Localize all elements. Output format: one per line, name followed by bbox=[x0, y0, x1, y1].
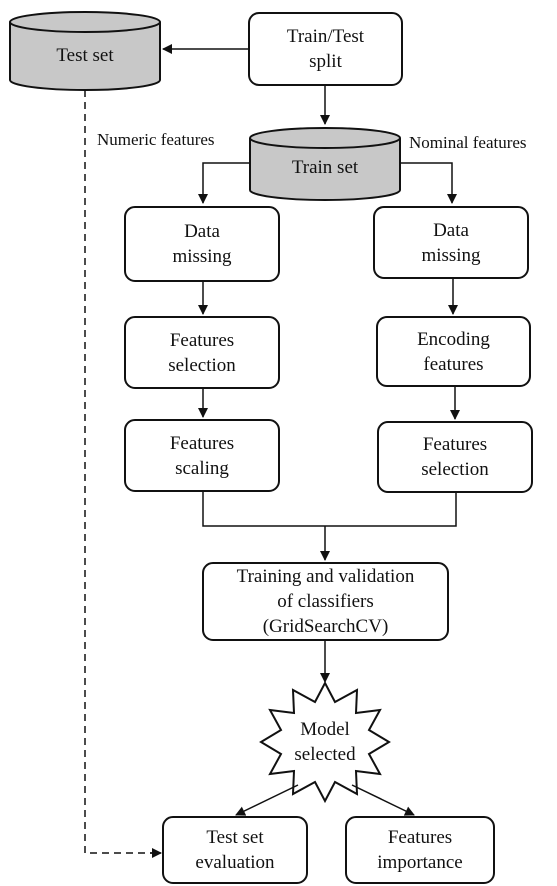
arrow-model-to-importance bbox=[351, 784, 415, 816]
test-set-label: Test set bbox=[56, 45, 114, 66]
test-set-evaluation-box: Test set evaluation bbox=[162, 816, 308, 884]
test-set-cylinder bbox=[9, 11, 161, 91]
right-encoding-features-box: Encoding features bbox=[376, 316, 531, 387]
training-validation-box: Training and validation of classifiers (… bbox=[202, 562, 449, 641]
features-importance-box: Features importance bbox=[345, 816, 495, 884]
train-set-label: Train set bbox=[291, 157, 359, 178]
numeric-features-label: Numeric features bbox=[97, 130, 215, 149]
model-selected-star bbox=[259, 680, 391, 804]
train-set-cylinder bbox=[249, 127, 401, 201]
model-selected-label: Model selected bbox=[294, 719, 356, 765]
right-features-selection-box: Features selection bbox=[377, 421, 533, 493]
left-features-scaling-box: Features scaling bbox=[124, 419, 280, 492]
arrow-model-to-evaluation bbox=[235, 784, 299, 816]
merge-connector bbox=[202, 492, 457, 527]
train-test-split-box: Train/Test split bbox=[248, 12, 403, 86]
arrow-train-to-nominal bbox=[400, 162, 457, 204]
dashed-test-set-to-evaluation bbox=[84, 90, 159, 854]
right-data-missing-box: Data missing bbox=[373, 206, 529, 279]
left-data-missing-box: Data missing bbox=[124, 206, 280, 282]
arrow-train-to-numeric bbox=[198, 162, 250, 204]
nominal-features-label: Nominal features bbox=[409, 133, 527, 152]
left-features-selection-box: Features selection bbox=[124, 316, 280, 389]
